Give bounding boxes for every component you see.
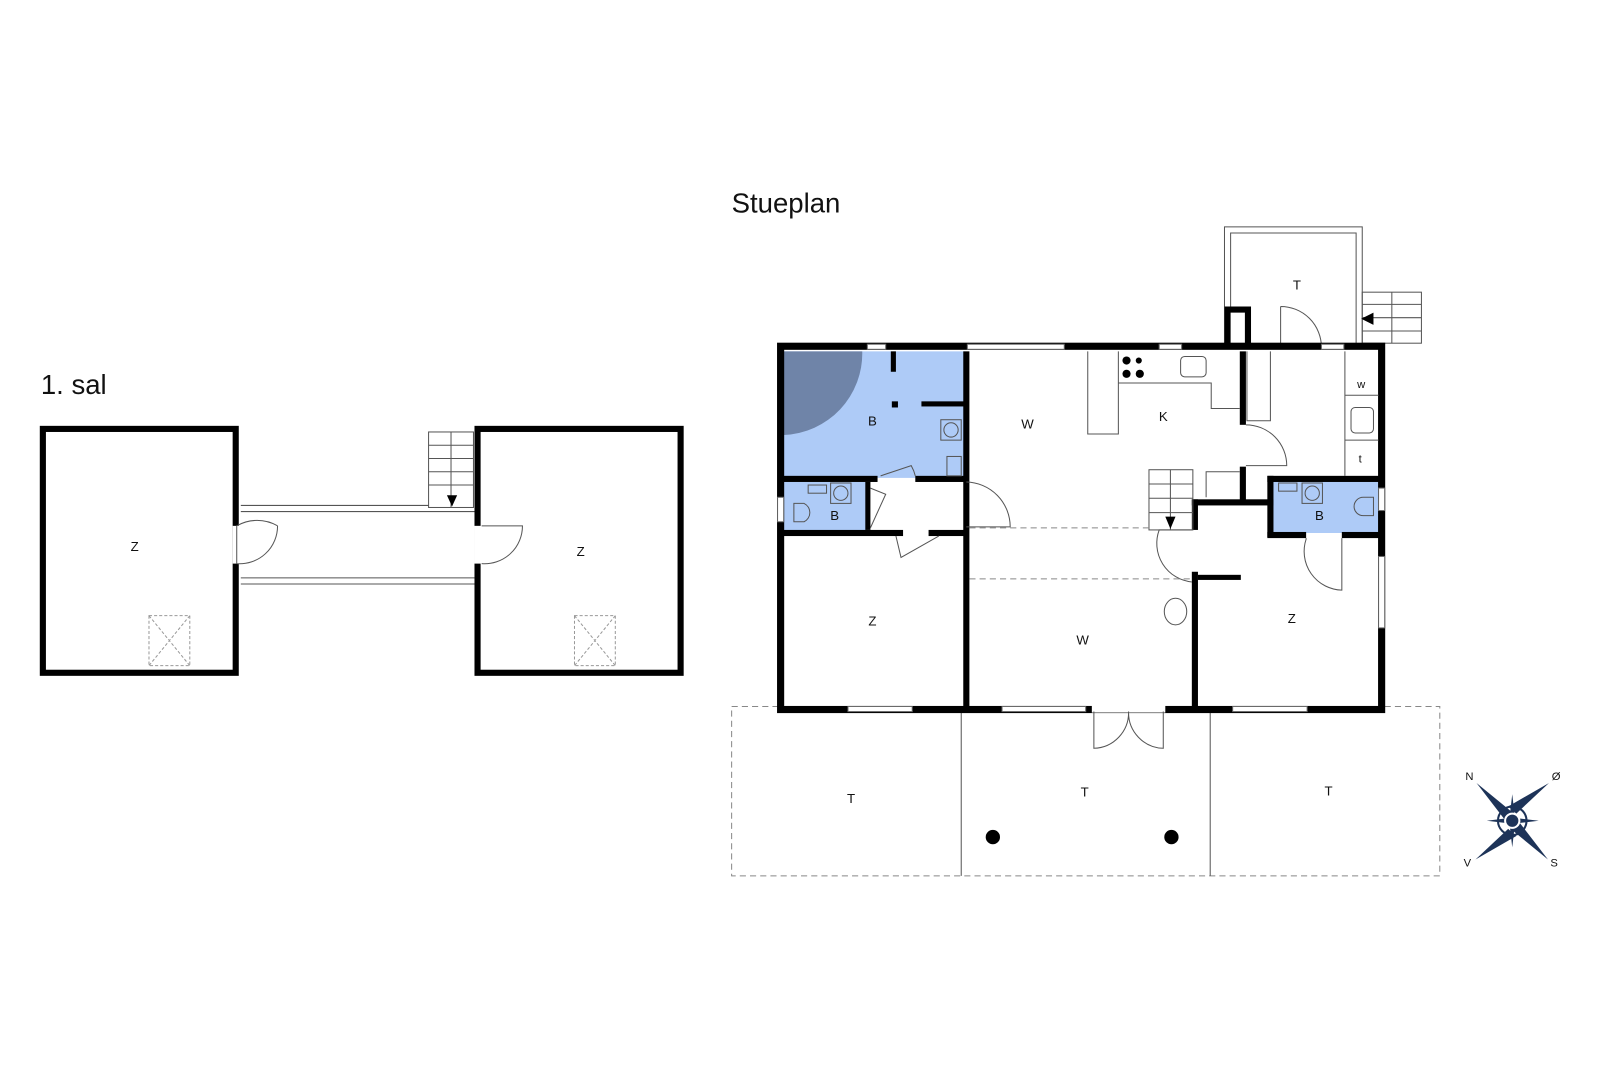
windows [777, 343, 1386, 713]
room-label: w [1356, 379, 1366, 391]
ground-floor-plan: B W K B B Z W Z w t T T T T [731, 226, 1441, 877]
skylight-icon [148, 615, 616, 667]
room-label: T [1081, 785, 1089, 800]
first-floor-title: 1. sal [41, 369, 107, 400]
door-swings [869, 424, 1343, 749]
compass-east: Ø [1552, 771, 1561, 783]
stair-icon [428, 431, 474, 508]
bathtub-icon [783, 351, 863, 436]
room-label: Z [868, 613, 876, 628]
room-label: Z [1288, 611, 1296, 626]
room-label: K [1159, 409, 1168, 424]
room-label: Z [131, 539, 139, 554]
room-label: Z [577, 544, 585, 559]
compass-north: N [1465, 771, 1473, 783]
stair-icon [1148, 469, 1194, 531]
room-label: B [830, 508, 839, 523]
sink-icon [1180, 355, 1207, 378]
first-floor-plan: Z Z [39, 425, 684, 676]
stove-icon [1122, 356, 1144, 378]
room-label: W [1076, 633, 1089, 648]
interior-walls [780, 351, 1382, 710]
compass-icon: N Ø S V [1464, 771, 1561, 870]
room-label: t [1359, 453, 1363, 465]
ground-floor-title: Stueplan [732, 188, 841, 219]
room-label: B [868, 413, 877, 428]
room-label: W [1021, 416, 1034, 431]
room-label: T [847, 791, 855, 806]
sanitary-icons [793, 419, 1374, 523]
compass-south: S [1550, 858, 1557, 870]
room-label: B [1315, 508, 1324, 523]
room-label: T [1325, 784, 1333, 799]
sink-icon [1350, 406, 1374, 434]
compass-west: V [1464, 858, 1472, 870]
room-label: T [1293, 278, 1301, 293]
